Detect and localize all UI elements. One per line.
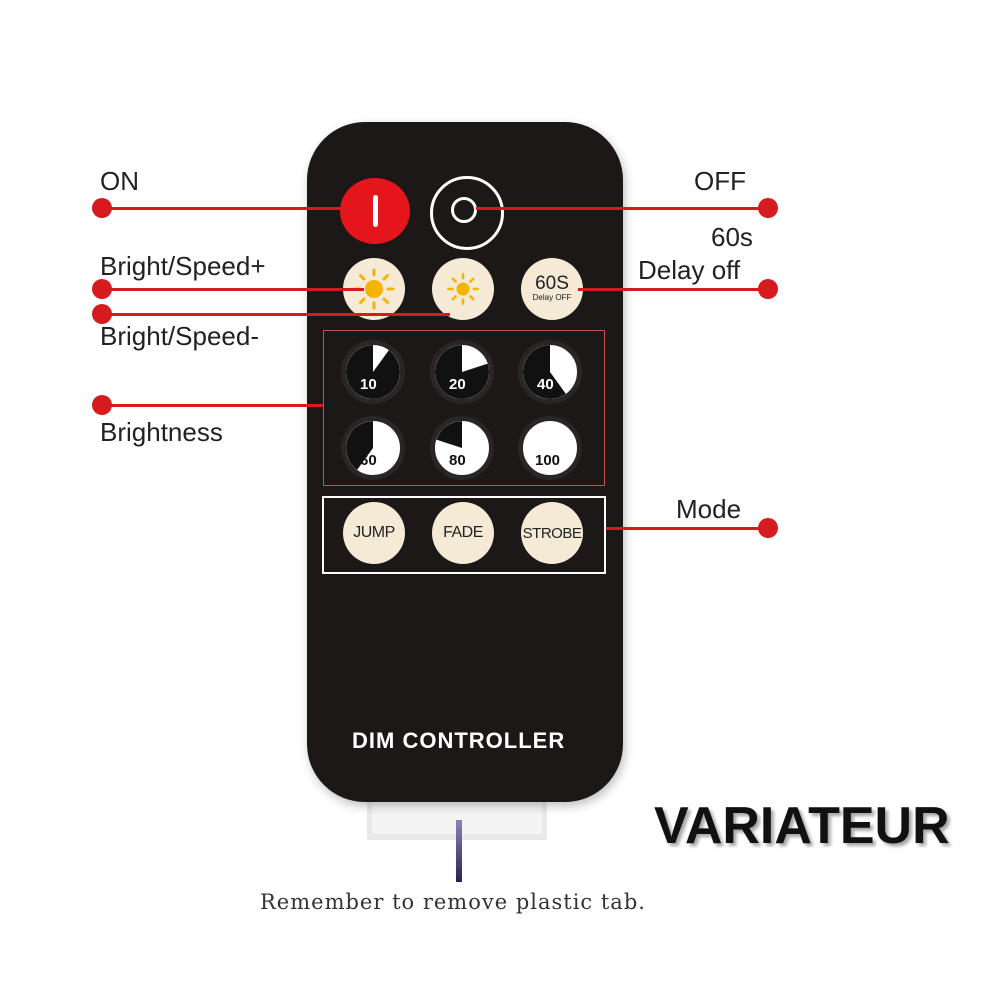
brightness-group-frame bbox=[323, 330, 605, 486]
sun-small-icon bbox=[447, 273, 479, 305]
brightness-level-icon bbox=[435, 345, 489, 399]
label-on: ON bbox=[100, 166, 139, 196]
label-off: OFF bbox=[694, 166, 746, 196]
callout-dot-delay bbox=[758, 279, 778, 299]
callout-line-bright-plus bbox=[102, 288, 364, 291]
brightness-button-80[interactable]: 80 bbox=[430, 416, 494, 480]
label-bright-minus: Bright/Speed- bbox=[100, 321, 259, 351]
bright-speed-minus-button[interactable] bbox=[432, 258, 494, 320]
brightness-button-20[interactable]: 20 bbox=[430, 340, 494, 404]
label-mode: Mode bbox=[676, 494, 742, 524]
power-on-icon bbox=[373, 195, 378, 227]
callout-dot-mode bbox=[758, 518, 778, 538]
brightness-button-10[interactable]: 10 bbox=[341, 340, 405, 404]
callout-line-mode bbox=[606, 527, 768, 530]
brightness-value-label: 10 bbox=[360, 376, 377, 393]
callout-line-on bbox=[102, 207, 360, 210]
brightness-dark-sector bbox=[523, 345, 566, 399]
brightness-dark-sector bbox=[346, 345, 400, 399]
brightness-value-label: 80 bbox=[449, 452, 466, 469]
brightness-value-label: 20 bbox=[449, 376, 466, 393]
product-title: VARIATEUR bbox=[654, 797, 950, 855]
brightness-level-icon bbox=[346, 421, 373, 470]
off-button[interactable] bbox=[430, 176, 504, 250]
brightness-dark-sector bbox=[346, 421, 373, 470]
on-button[interactable] bbox=[340, 178, 410, 244]
brightness-dark-sector bbox=[435, 345, 489, 399]
brightness-level-icon bbox=[346, 345, 400, 399]
brightness-button-100[interactable]: 100 bbox=[518, 416, 582, 480]
delay-off-button[interactable]: 60S Delay OFF bbox=[521, 258, 583, 320]
callout-line-delay bbox=[578, 288, 768, 291]
callout-dot-brightness bbox=[92, 395, 112, 415]
model-name: DIM CONTROLLER bbox=[352, 728, 566, 753]
brightness-dark-sector bbox=[436, 421, 462, 448]
brightness-level-icon bbox=[436, 421, 462, 448]
instruction-note: Remember to remove plastic tab. bbox=[260, 890, 646, 914]
brightness-value-label: 60 bbox=[360, 452, 377, 469]
mode-group-frame bbox=[322, 496, 606, 574]
label-delay-line2: Delay off bbox=[638, 255, 741, 285]
delay-button-sub: Delay OFF bbox=[532, 293, 572, 302]
callout-dot-bright-plus bbox=[92, 279, 112, 299]
brightness-value-label: 100 bbox=[535, 452, 561, 469]
label-bright-plus: Bright/Speed+ bbox=[100, 251, 266, 281]
brightness-button-60[interactable]: 60 bbox=[341, 416, 405, 480]
callout-line-brightness bbox=[102, 404, 323, 407]
brightness-value-label: 40 bbox=[537, 376, 554, 393]
fade-label: FADE bbox=[443, 524, 483, 541]
strobe-label: STROBE bbox=[522, 524, 582, 542]
delay-button-main: 60S bbox=[535, 273, 569, 294]
bright-speed-plus-button[interactable] bbox=[343, 258, 405, 320]
callout-line-off bbox=[476, 207, 768, 210]
brightness-button-40[interactable]: 40 bbox=[518, 340, 582, 404]
jump-label: JUMP bbox=[353, 524, 395, 541]
power-off-icon bbox=[451, 197, 477, 223]
pull-tab-strip bbox=[456, 820, 462, 882]
label-delay-line1: 60s bbox=[711, 222, 753, 252]
callout-dot-bright-minus bbox=[92, 304, 112, 324]
fade-button[interactable]: FADE bbox=[432, 502, 494, 564]
strobe-button[interactable]: STROBE bbox=[521, 502, 583, 564]
callout-dot-on bbox=[92, 198, 112, 218]
callout-line-bright-minus bbox=[102, 313, 450, 316]
callout-dot-off bbox=[758, 198, 778, 218]
jump-button[interactable]: JUMP bbox=[343, 502, 405, 564]
brightness-level-icon bbox=[523, 345, 566, 399]
label-brightness: Brightness bbox=[100, 417, 223, 447]
